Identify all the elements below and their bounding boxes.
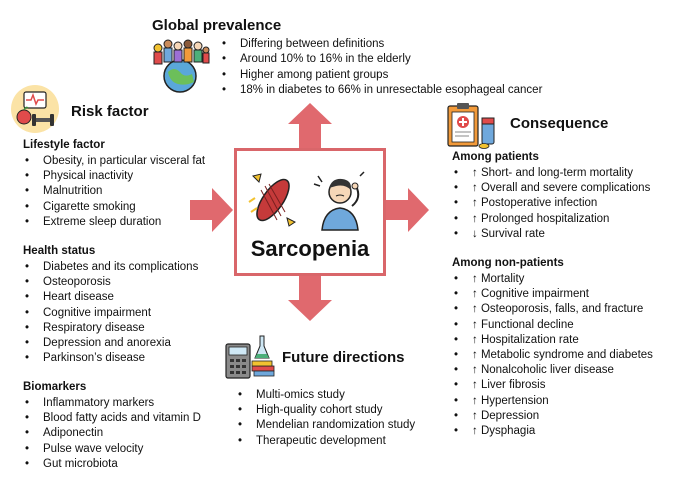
weak-person-icon [313,171,365,231]
list-item: Physical inactivity [23,169,205,184]
list-item: Heart disease [23,290,198,305]
list-item: Blood fatty acids and vitamin D [23,411,201,426]
list-item: Depression and anorexia [23,336,198,351]
list-item: ↑ Nonalcoholic liver disease [452,363,653,378]
list-item: ↑ Overall and severe complications [452,181,650,196]
lifestyle-factor-list: Obesity, in particular visceral fat Phys… [23,154,205,230]
list-item: Around 10% to 16% in the elderly [220,52,542,68]
list-item: ↑ Short- and long-term mortality [452,166,650,181]
list-item: ↓ Survival rate [452,227,650,242]
list-item: Malnutrition [23,184,205,199]
healthy-lifestyle-icon [11,85,59,133]
list-item: High-quality cohort study [236,403,415,418]
health-status-heading: Health status [23,245,96,257]
list-item: Adiponectin [23,426,201,441]
list-item: Higher among patient groups [220,68,542,84]
arrow-up-icon [288,103,332,148]
list-item: Respiratory disease [23,321,198,336]
lifestyle-factor-heading: Lifestyle factor [23,139,105,151]
risk-factor-title: Risk factor [71,103,149,120]
list-item: ↑ Osteoporosis, falls, and fracture [452,302,653,317]
future-directions-title: Future directions [282,349,405,366]
list-item: ↑ Metabolic syndrome and diabetes [452,348,653,363]
list-item: ↑ Depression [452,409,653,424]
future-directions-list: Multi-omics study High-quality cohort st… [236,388,415,449]
among-non-patients-heading: Among non-patients [452,257,564,269]
muscle-icon [248,173,296,227]
list-item: Cognitive impairment [23,306,198,321]
among-non-patients-list: ↑ Mortality ↑ Cognitive impairment ↑ Ost… [452,272,653,439]
list-item: 18% in diabetes to 66% in unresectable e… [220,83,542,99]
arrow-down-icon [288,276,332,321]
arrow-right-icon [386,188,429,232]
list-item: Extreme sleep duration [23,215,205,230]
biomarkers-heading: Biomarkers [23,381,87,393]
list-item: Parkinson’s disease [23,351,198,366]
crowd-globe-icon [153,39,210,93]
list-item: Obesity, in particular visceral fat [23,154,205,169]
list-item: ↑ Cognitive impairment [452,287,653,302]
lab-books-icon [225,335,275,379]
list-item: Diabetes and its complications [23,260,198,275]
list-item: ↑ Functional decline [452,318,653,333]
list-item: Osteoporosis [23,275,198,290]
list-item: Mendelian randomization study [236,418,415,433]
list-item: Differing between definitions [220,37,542,53]
list-item: Cigarette smoking [23,200,205,215]
center-label: Sarcopenia [250,236,370,261]
list-item: ↑ Mortality [452,272,653,287]
list-item: ↑ Hypertension [452,394,653,409]
list-item: ↑ Prolonged hospitalization [452,212,650,227]
biomarkers-list: Inflammatory markers Blood fatty acids a… [23,396,201,472]
list-item: ↑ Postoperative infection [452,196,650,211]
list-item: ↑ Hospitalization rate [452,333,653,348]
consequence-title: Consequence [510,115,609,132]
health-status-list: Diabetes and its complications Osteoporo… [23,260,198,367]
list-item: Inflammatory markers [23,396,201,411]
list-item: ↑ Liver fibrosis [452,378,653,393]
arrow-left-icon [190,188,233,232]
list-item: Gut microbiota [23,457,201,472]
list-item: ↑ Dysphagia [452,424,653,439]
clipboard-medicine-icon [447,103,495,149]
list-item: Therapeutic development [236,434,415,449]
list-item: Pulse wave velocity [23,442,201,457]
among-patients-list: ↑ Short- and long-term mortality ↑ Overa… [452,166,650,242]
global-prevalence-title: Global prevalence [152,17,282,34]
global-prevalence-list: Differing between definitions Around 10%… [220,37,542,98]
list-item: Multi-omics study [236,388,415,403]
among-patients-heading: Among patients [452,151,539,163]
